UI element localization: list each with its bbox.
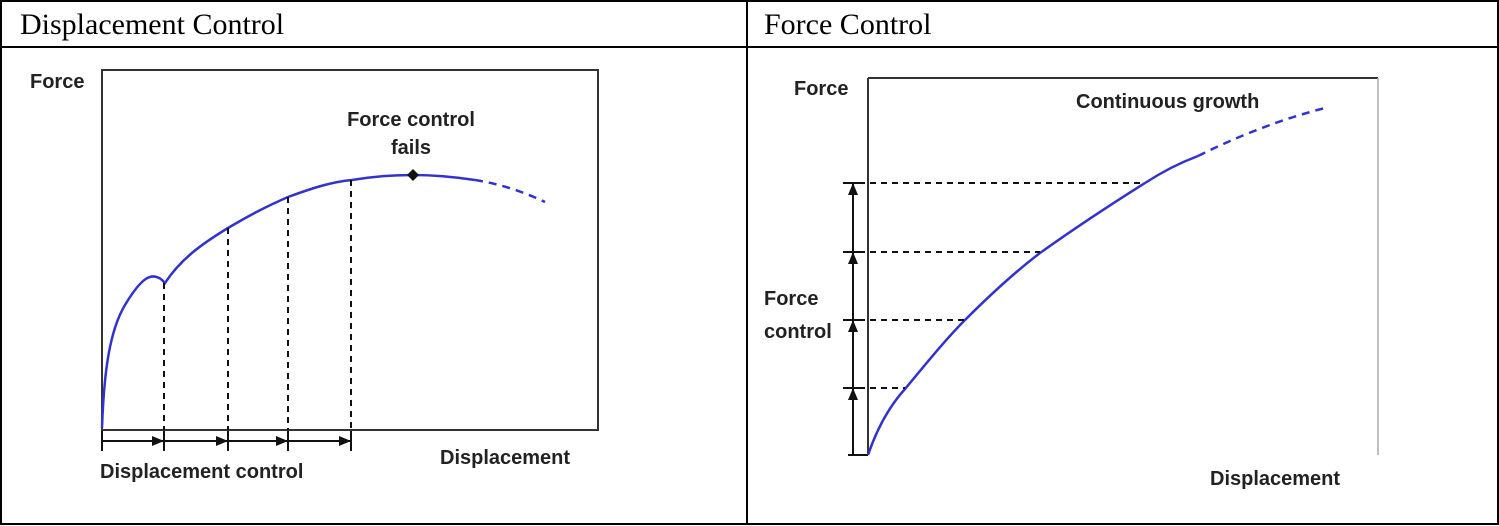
failure-point-marker — [407, 169, 419, 181]
displacement-control-label: Displacement control — [100, 461, 303, 483]
panel-displacement-control: Displacement Control Force Displacement … — [20, 8, 599, 483]
force-step-arrows — [843, 182, 863, 455]
force-control-label-line2: control — [764, 321, 832, 343]
force-displacement-curve-left — [100, 173, 476, 429]
plot-box-left — [101, 69, 599, 431]
y-axis-label-right: Force — [794, 78, 848, 100]
panel-header-right: Force Control — [764, 8, 931, 41]
force-displacement-curve-left-extension — [474, 178, 546, 204]
panel-force-control: Force Control Force Displacement Continu… — [764, 8, 1379, 490]
displacement-step-arrows — [101, 431, 352, 451]
force-displacement-curve-right — [866, 154, 1199, 456]
force-displacement-curve-right-extension — [1197, 106, 1326, 158]
x-axis-label-left: Displacement — [440, 447, 570, 469]
x-axis-label-right: Displacement — [1210, 468, 1340, 490]
annotation-continuous-growth: Continuous growth — [1076, 91, 1259, 113]
y-axis-label-left: Force — [30, 71, 84, 93]
annotation-force-control-fails-line2: fails — [391, 137, 431, 159]
force-control-label-line1: Force — [764, 288, 818, 310]
panel-header-left: Displacement Control — [20, 8, 284, 41]
annotation-force-control-fails-line1: Force control — [347, 109, 475, 131]
